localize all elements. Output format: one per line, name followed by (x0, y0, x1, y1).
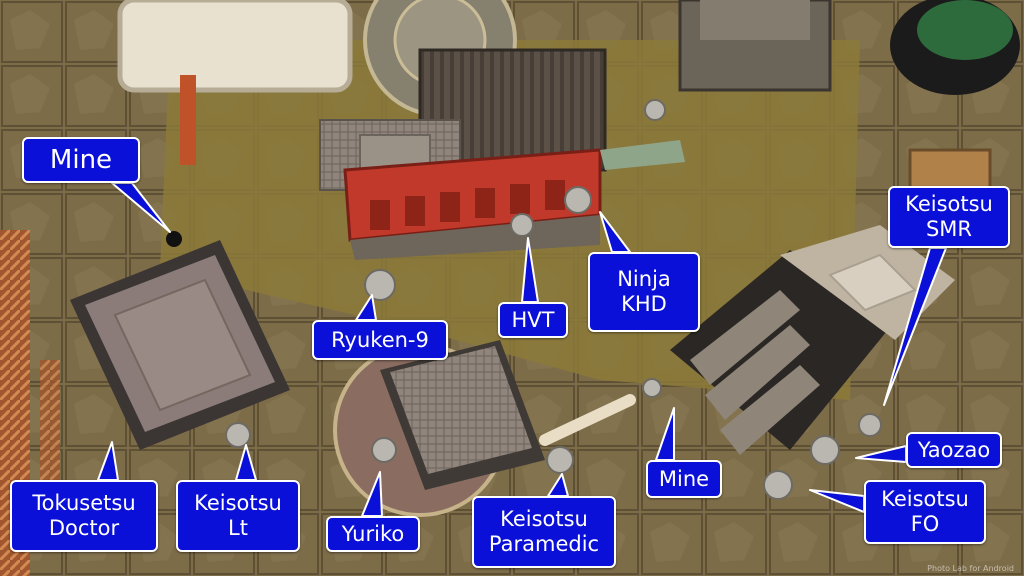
label-ryuken-9: Ryuken-9 (331, 327, 429, 352)
callout-yaozao: Yaozao (906, 432, 1002, 468)
label-keisotsu-fo-line2: FO (910, 512, 940, 536)
label-hvt: HVT (511, 307, 555, 332)
callout-mine-left: Mine (22, 137, 140, 183)
label-tokusetsu-doctor-line1: Tokusetsu (32, 491, 136, 515)
callout-yuriko: Yuriko (326, 516, 420, 552)
label-tokusetsu-doctor-line2: Doctor (48, 516, 120, 540)
label-ninja-khd-line2: KHD (621, 292, 667, 316)
label-yaozao: Yaozao (917, 437, 991, 462)
label-mine-left: Mine (49, 144, 113, 175)
label-yuriko: Yuriko (341, 521, 405, 546)
callout-hvt: HVT (498, 302, 568, 338)
callout-ryuken-9: Ryuken-9 (312, 320, 448, 360)
tray (117, 0, 353, 93)
label-keisotsu-lt-line1: Keisotsu (194, 491, 282, 515)
watermark-text: Photo Lab for Android (927, 564, 1014, 573)
machine-right (670, 225, 955, 455)
grey-building-left (70, 240, 290, 450)
label-ninja-khd-line1: Ninja (617, 267, 671, 291)
miniatures (225, 99, 882, 500)
border-strip-mid (40, 360, 60, 510)
label-mine-right: Mine (658, 466, 710, 491)
callout-mine-right: Mine (646, 460, 722, 498)
red-warehouse (319, 48, 685, 260)
grey-building-center (380, 340, 545, 490)
red-stand (180, 75, 196, 165)
label-keisotsu-smr-line2: SMR (925, 217, 973, 241)
label-keisotsu-fo-line1: Keisotsu (881, 487, 969, 511)
bone-prop (539, 394, 636, 446)
mine-token (166, 231, 182, 247)
label-keisotsu-paramedic-line2: Paramedic (488, 532, 600, 556)
label-keisotsu-smr-line1: Keisotsu (905, 192, 993, 216)
label-keisotsu-paramedic-line1: Keisotsu (500, 507, 588, 531)
label-keisotsu-lt-line2: Lt (228, 516, 248, 540)
